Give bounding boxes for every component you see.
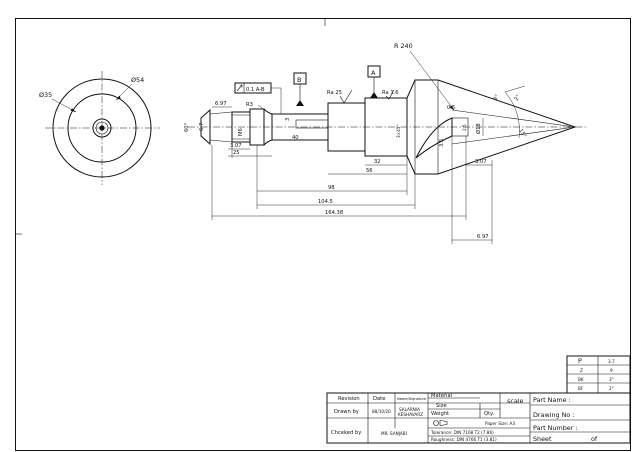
tb-drawn-name-1: SALARNIA [399,407,420,412]
tb-of: of [591,435,598,443]
ra16-symbol [385,89,395,100]
ang2-label: 2° [514,94,522,102]
d104_5-label: 104.5 [318,199,333,205]
cone-internal-groove [415,117,453,159]
ra25-label: Ra 25 [327,90,342,96]
ra25-symbol [339,89,353,104]
tb-size: Size [436,403,447,409]
left-center-hole [200,108,211,146]
small-table-val-p: 3.7 [608,359,615,364]
cone-inner-line-2 [451,126,576,145]
r240-leader [409,50,455,111]
left-chamfer-line-2 [209,139,233,143]
tb-sheet: Sheet [533,435,552,443]
tb-weight: Weight [431,411,449,417]
tb-date: Date [373,396,385,402]
d3_5-label: 3.5 [439,139,445,147]
end-view: Ø54 Ø35 [39,71,160,185]
end-view-outer-dia: Ø54 [131,76,144,84]
title-block: Revision Date Name/Signature Material Si… [326,392,631,444]
tb-tolerance: Tolerance: DIN 7168 T2 (7.86) [430,430,494,435]
chamfer-label: 3×45° [396,124,401,138]
cone-angle-arc [504,91,520,139]
tb-scale: scale [507,397,524,405]
tb-checked-by: Chceked by [331,430,361,436]
datum-b-label: B [297,76,301,84]
d6_97-label: 6.97 [215,101,227,107]
sheet-border [15,18,631,451]
tb-part-name: Part Name : [533,396,571,404]
cone-body [406,79,577,175]
cone-inner-line-1 [451,109,576,128]
tb-checker: MR. SANJABI [381,431,407,436]
small-table-key-bf: BF [578,386,584,391]
datum-a-label: A [371,69,376,77]
left-chamfer-line [209,111,233,115]
tb-name-signature: Name/Signature [397,397,427,401]
cone-bore [451,117,469,137]
d164_38-label: 164.38 [325,210,343,216]
d18-label: Ø18 [475,123,482,134]
small-table-key-bk: BK [578,377,584,382]
side-view: R 240 A B Ra 25 Ra 1.6 0.1 A-B R3 M6 3 3… [184,42,588,244]
d3_07b-label: 3.07 [475,159,487,165]
tb-drawn-name-2: KESHAVARZ [398,412,423,417]
tolerance-frame-value: 0.1 A-B [246,87,265,93]
d98-label: 98 [328,185,335,191]
d25-label: 25 [233,150,240,156]
d3_07-label: 3.07 [230,143,242,149]
m6-label: M6 [238,128,244,136]
small-table-key-p: P [578,357,582,365]
small-table-frame [566,355,631,394]
tb-drawing-no: Drawing No : [533,411,574,419]
end-view-inner-dia: Ø35 [39,91,52,99]
ang3-label: 3° [493,94,501,102]
datum-a-triangle [370,92,378,98]
d6_97b-label: 6.97 [477,234,489,240]
d6_7-label: 6.7 [199,123,205,131]
tb-paper-size: Paper Size: A3 [485,421,515,426]
datum-b-triangle [296,100,304,106]
tb-drawn-date: 88/10/20 [372,409,391,414]
d2_5-label: 2.5 [462,124,467,131]
tb-drawn-by: Drawn by [334,409,359,415]
cone-angle-ref [504,85,526,93]
small-table-val-z: 9 [610,368,613,373]
shaft-step [327,102,366,152]
three-label: 3 [285,118,291,121]
tb-part-number: Part Number : [533,424,578,432]
tb-revision: Revision [338,396,360,402]
ang15-label: 15° [517,128,527,139]
tb-qty: Qty. [484,411,494,417]
end-view-dia54-arrow [116,95,121,100]
r3-label: R3 [246,102,253,108]
small-table-val-bf: 2° [609,386,614,391]
d60deg-label: 60° [184,122,190,132]
small-table-val-bk: 3° [609,377,614,382]
projection-icon [433,420,448,426]
runout-icon [236,84,243,92]
r3-leader [257,104,267,112]
d0_5-label: 0.5 [447,105,455,111]
d40-label: 40 [292,135,299,141]
r240-arrow [449,105,454,110]
tb-roughness: Roughness: DIN 4766 T1 (3.81) [431,437,497,442]
ra16-label: Ra 1.6 [382,90,399,96]
d32-label: 32 [374,159,381,165]
d56-label: 56 [366,168,373,174]
tb-material: Material [431,393,452,399]
end-view-dia35-arrow [70,108,76,112]
r240-label: R 240 [394,42,413,50]
small-table-key-z: Z [580,368,583,373]
small-table: P 3.7 Z 9 BK 3° BF 2° [566,355,631,394]
